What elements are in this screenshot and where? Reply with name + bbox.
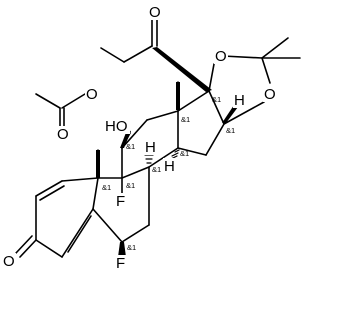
bond-c1-c2-double xyxy=(39,185,65,201)
bond-c4-c5 xyxy=(61,208,94,258)
bond-layer xyxy=(15,19,301,258)
atom-hydroxyl: HO xyxy=(105,118,128,135)
bond-c16-c15 xyxy=(205,123,225,156)
bond-ch2-c20 xyxy=(123,45,153,63)
bond-ck-me1 xyxy=(261,37,289,59)
bond-c6-c7 xyxy=(121,224,150,243)
stereo-label-layer: &1 &1 &1 &1 &1 &1 &1 &1 &1 xyxy=(102,95,235,252)
bond-c12-c13 xyxy=(146,110,179,121)
bond-ck-o2 xyxy=(261,57,271,84)
stereo-label-c9: &1 xyxy=(126,181,135,190)
atom-h-c16: H xyxy=(234,92,245,109)
atom-o-ketone-c20: O xyxy=(149,4,161,21)
atom-f-c9: F xyxy=(116,193,125,210)
bond-c17-c16 xyxy=(208,90,225,125)
wedge-c17-c20 xyxy=(152,47,212,92)
wedge-c16-h xyxy=(222,105,238,123)
bond-c3-c4 xyxy=(35,239,63,258)
bond-c3-o-double xyxy=(15,235,33,254)
bond-c17-o xyxy=(208,63,215,92)
wedge-c10-me xyxy=(96,150,100,178)
stereo-label-c8: &1 xyxy=(152,165,161,174)
bond-c12-c11 xyxy=(121,119,148,149)
bond-c5-c6 xyxy=(92,208,123,243)
bond-c10-c1 xyxy=(61,177,99,182)
bond-c1-c2 xyxy=(35,180,63,197)
bond-c10-c5 xyxy=(92,177,99,210)
stereo-label-c17: &1 xyxy=(212,95,221,104)
atom-o-ketone-c3: O xyxy=(3,253,15,270)
bond-o-ck xyxy=(222,55,263,59)
atom-o-ring-lower: O xyxy=(264,86,276,103)
stereo-label-c11: &1 xyxy=(126,142,135,151)
stereo-label-c6: &1 xyxy=(127,243,136,252)
wedge-c6-f xyxy=(118,242,126,257)
wedge-c11-oh xyxy=(120,130,131,148)
atom-o-acetate-carbonyl: O xyxy=(57,126,69,143)
atom-o-ring-upper: O xyxy=(215,48,227,65)
bond-c14-c8 xyxy=(148,147,179,168)
bond-acetyl-c-o xyxy=(61,93,86,109)
bond-o2-c16 xyxy=(223,101,265,125)
stereo-label-c16: &1 xyxy=(226,126,235,135)
bond-c4-c5-double xyxy=(67,215,92,253)
bond-c13-c17 xyxy=(177,90,210,112)
bond-c15-c14 xyxy=(177,147,207,156)
wedge-c13-me xyxy=(176,82,180,110)
bond-methyl-carbonyl xyxy=(35,93,61,109)
atom-f-c6: F xyxy=(116,255,125,272)
bond-c8-c9 xyxy=(121,166,150,179)
stereo-label-c10: &1 xyxy=(102,183,111,192)
hash-c8-h xyxy=(144,154,154,164)
bond-c3-o xyxy=(19,239,37,258)
stereo-label-c13: &1 xyxy=(181,115,190,124)
atom-label-layer: O O O O O HO H H H F F O xyxy=(2,4,277,272)
bond-o-ch2 xyxy=(100,47,125,63)
atom-h-c14: H xyxy=(164,158,175,175)
stereo-bond-layer xyxy=(96,47,238,257)
stereo-label-c14: &1 xyxy=(180,149,189,158)
atom-h-c8: H xyxy=(145,139,156,156)
atom-o-acetate-ester: O xyxy=(86,86,98,103)
